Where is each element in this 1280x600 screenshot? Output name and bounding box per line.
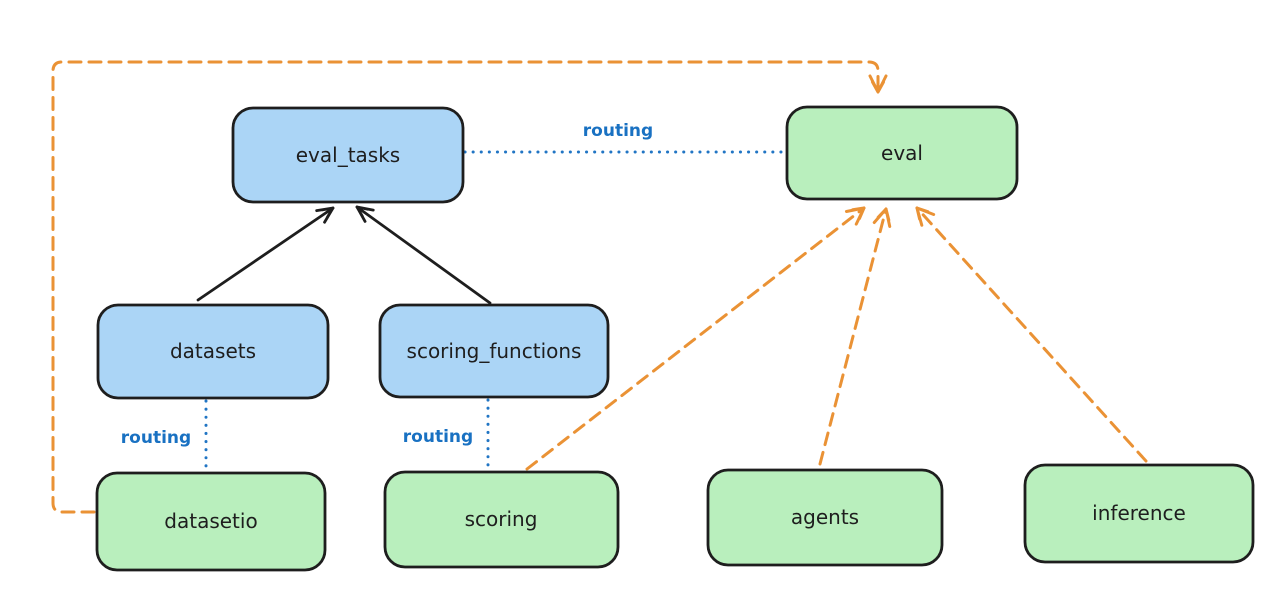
node-datasetio-label: datasetio xyxy=(164,509,257,533)
node-eval-box xyxy=(785,105,1019,201)
routing-label-scoring: routing xyxy=(403,427,473,447)
node-eval-label: eval xyxy=(881,141,923,165)
routing-label-datasets: routing xyxy=(121,428,191,448)
node-inference: inference xyxy=(1023,463,1255,564)
node-datasets-label: datasets xyxy=(170,339,256,363)
node-scoring-box xyxy=(383,470,620,569)
node-datasetio-box xyxy=(95,471,327,572)
node-eval-tasks: eval_tasks xyxy=(231,106,465,204)
node-agents-box xyxy=(706,468,944,567)
routing-label-top: routing xyxy=(583,121,653,141)
node-datasetio: datasetio xyxy=(95,471,327,572)
edge-datasets-to-eval-tasks xyxy=(196,206,335,302)
edge-scoring-to-eval xyxy=(525,206,866,471)
edge-inference-to-eval xyxy=(915,206,1148,463)
node-scoring-label: scoring xyxy=(465,507,538,531)
node-agents: agents xyxy=(706,468,944,567)
node-eval-tasks-box xyxy=(231,106,465,204)
node-eval: eval xyxy=(785,105,1019,201)
node-scoring-functions-label: scoring_functions xyxy=(407,339,582,363)
node-eval-tasks-label: eval_tasks xyxy=(296,143,400,167)
node-scoring: scoring xyxy=(383,470,620,569)
edge-datasetio-to-eval xyxy=(51,60,888,514)
node-inference-box xyxy=(1023,463,1255,564)
node-inference-label: inference xyxy=(1092,501,1186,525)
node-datasets: datasets xyxy=(96,303,330,400)
node-datasets-box xyxy=(96,303,330,400)
node-scoring-functions-box xyxy=(378,303,610,399)
node-scoring-functions: scoring_functions xyxy=(378,303,610,399)
edge-agents-to-eval xyxy=(818,207,892,466)
edge-scoring-functions-to-eval-tasks xyxy=(355,205,492,305)
node-agents-label: agents xyxy=(791,505,859,529)
